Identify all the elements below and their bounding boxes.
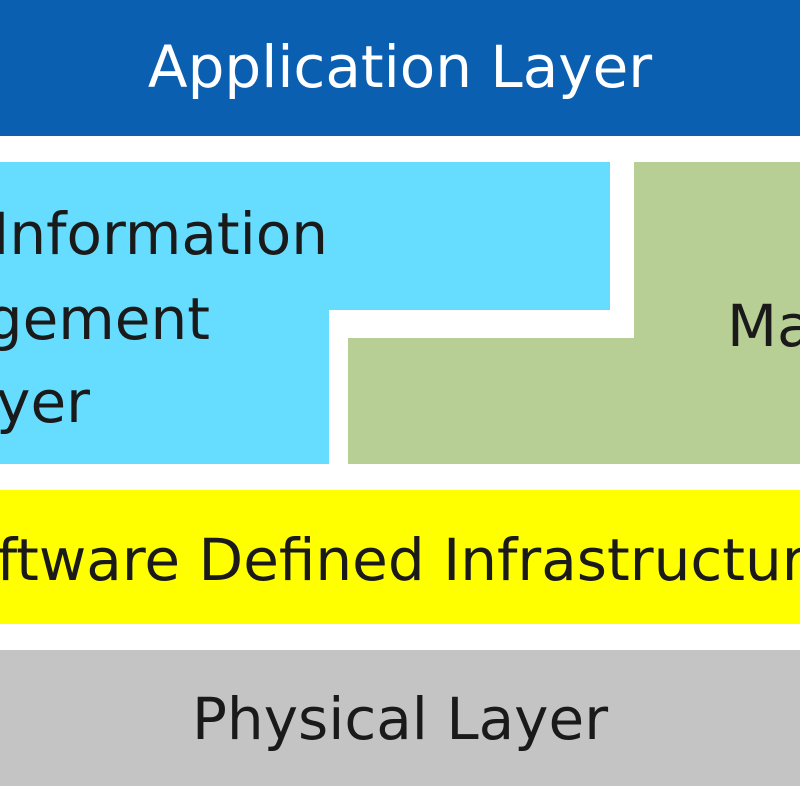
physical-layer-block: Physical Layer [0, 650, 800, 786]
information-management-label-line-3: Layer [0, 368, 90, 436]
management-layer-label: Management [727, 292, 800, 360]
application-layer-label: Application Layer [147, 33, 653, 101]
management-layer-block-top [634, 162, 800, 338]
information-management-layer-block-top [0, 162, 610, 310]
software-defined-infrastructure-label: Software Defined Infrastructure [0, 526, 800, 594]
physical-layer-label: Physical Layer [191, 685, 609, 753]
application-layer-block: Application Layer [0, 0, 800, 136]
information-management-label-line-2: Management [0, 285, 210, 353]
software-defined-infrastructure-block [0, 490, 800, 624]
information-management-layer-block-bottom [0, 310, 329, 464]
information-management-label-line-1: Information [0, 200, 328, 268]
management-layer-block-bottom [348, 338, 800, 464]
